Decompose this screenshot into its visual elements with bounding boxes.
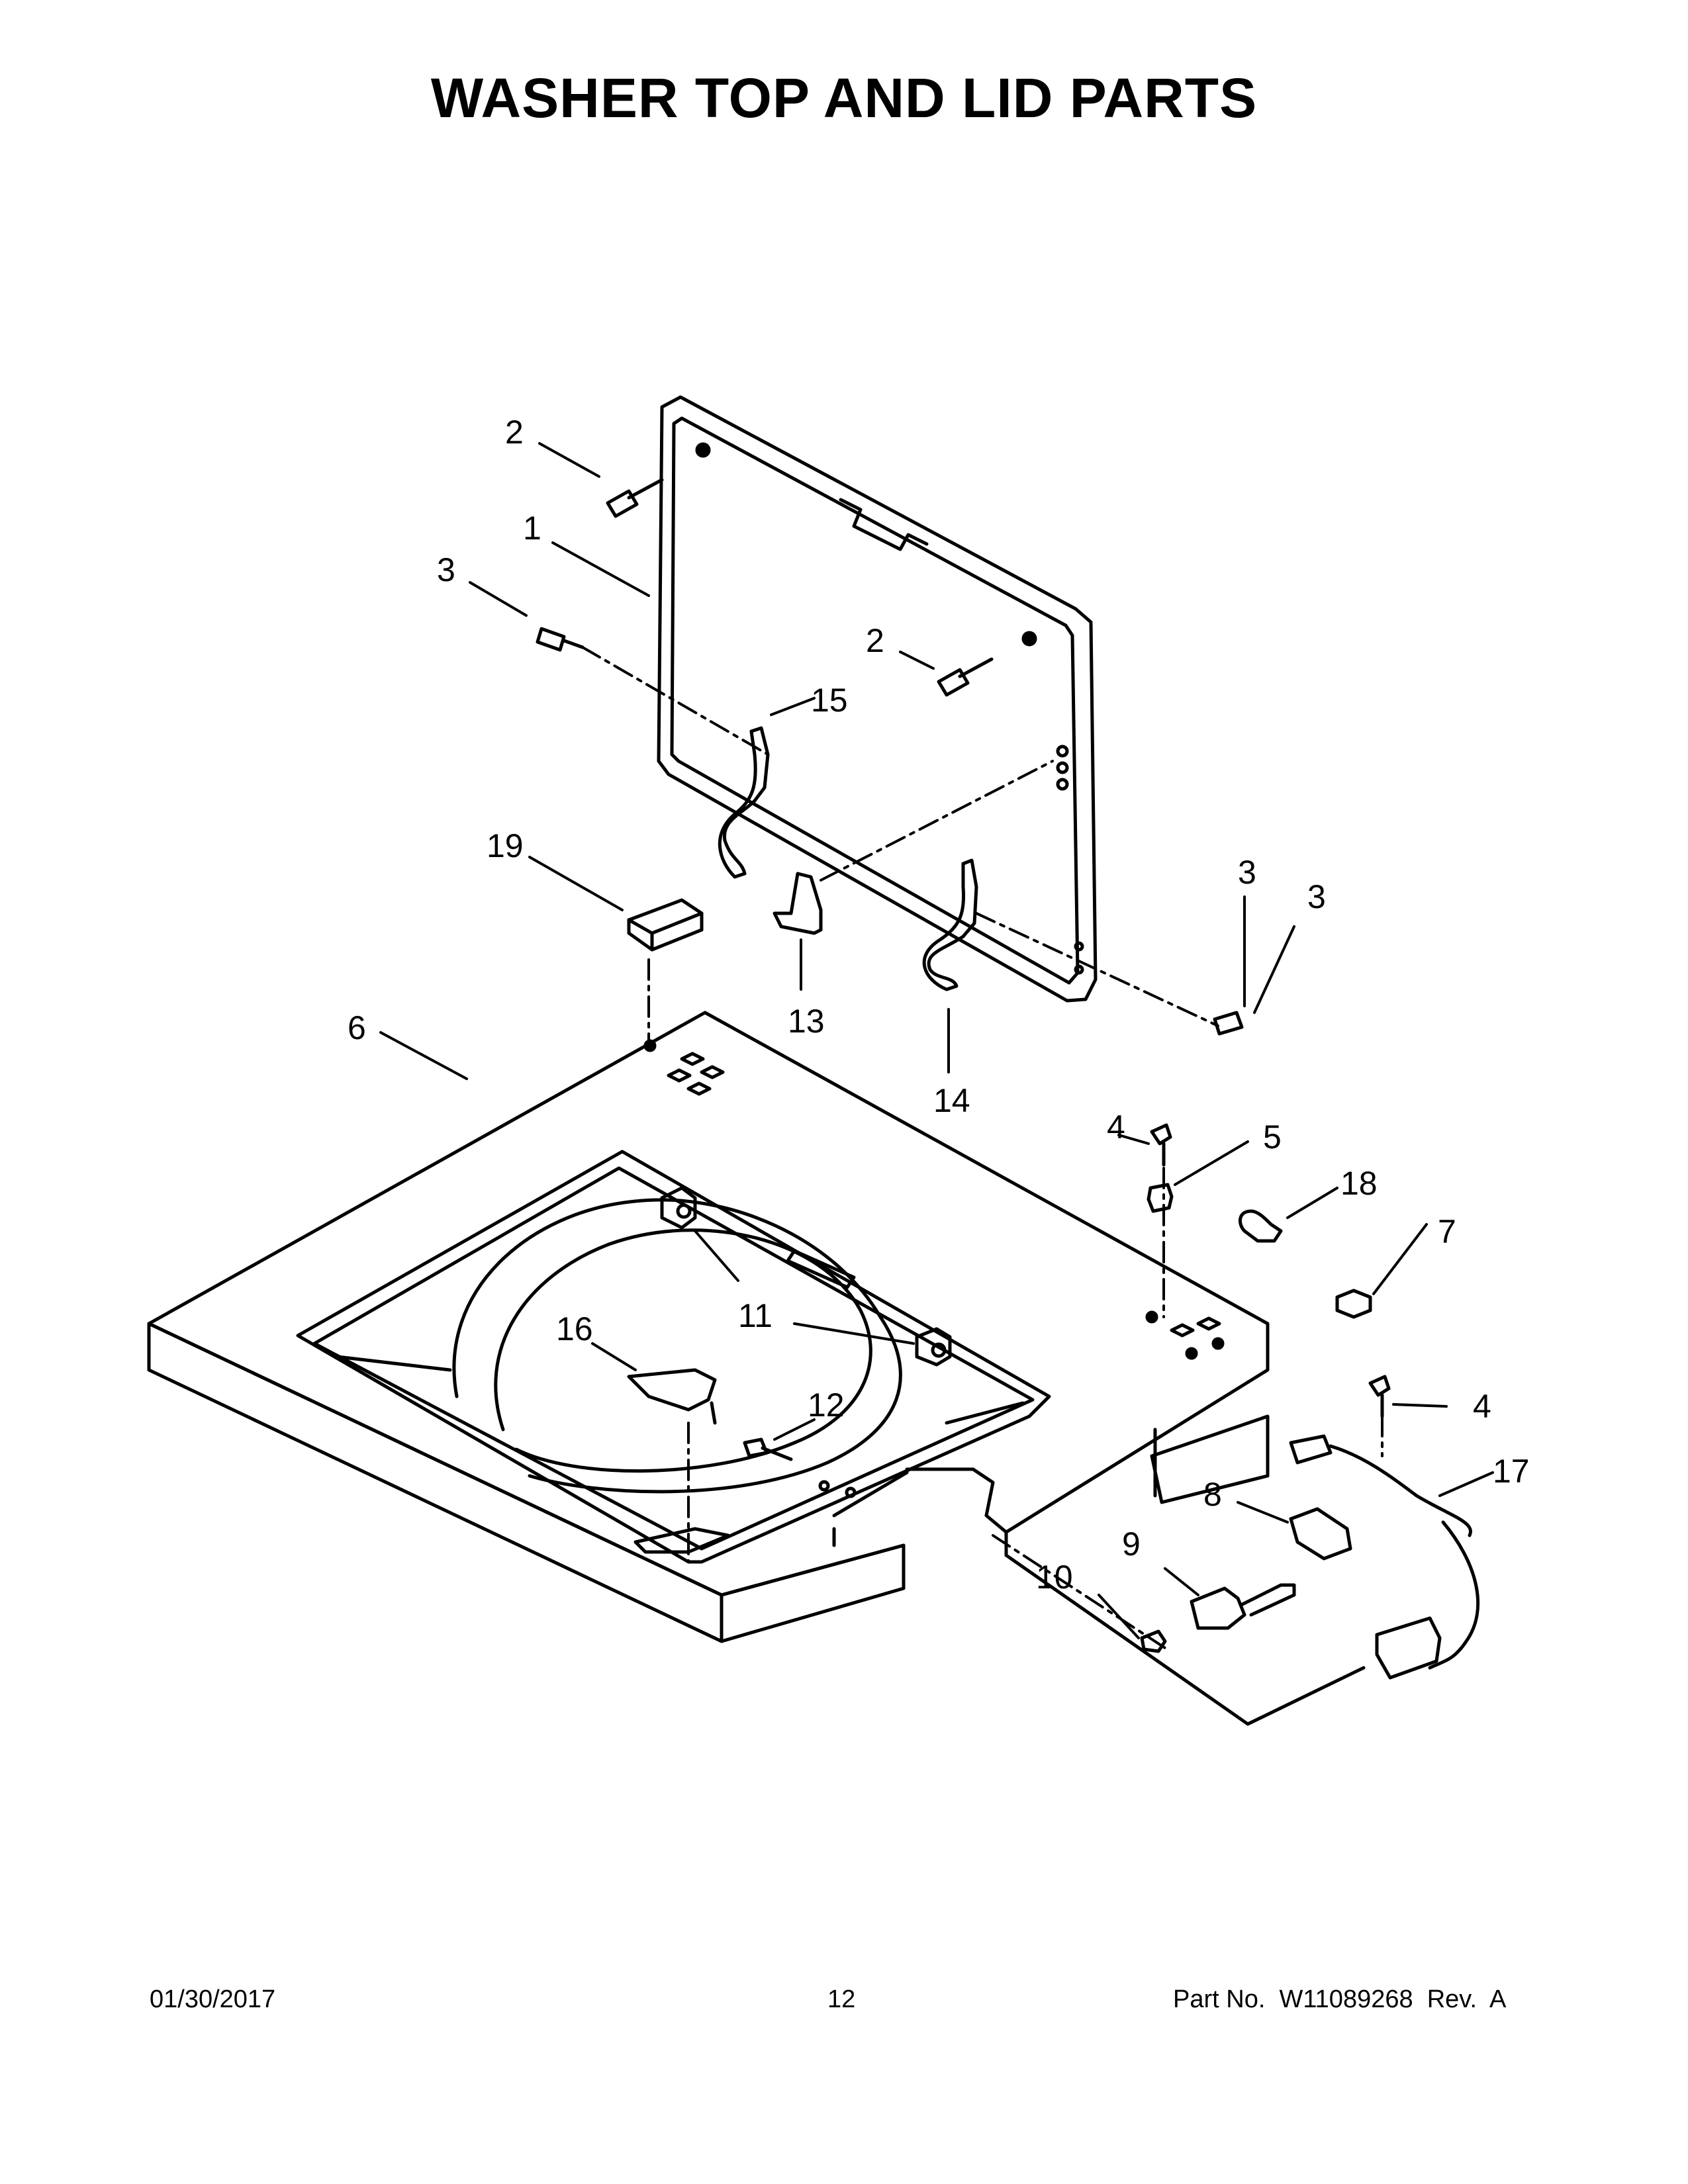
callout-10: 10 bbox=[1036, 1559, 1073, 1596]
callout-12: 12 bbox=[808, 1387, 845, 1424]
callout-16: 16 bbox=[556, 1310, 593, 1347]
callout-4-top: 4 bbox=[1107, 1109, 1125, 1146]
callout-8: 8 bbox=[1203, 1476, 1222, 1513]
screw-4-bottom bbox=[1368, 1375, 1391, 1418]
callout-19: 19 bbox=[487, 827, 524, 864]
callout-2-right: 2 bbox=[866, 622, 884, 659]
callout-3-right-a: 3 bbox=[1238, 854, 1256, 891]
screw-2-right bbox=[937, 657, 994, 697]
hinge-15 bbox=[718, 726, 770, 879]
screw-12 bbox=[743, 1437, 793, 1461]
clip-7 bbox=[1335, 1289, 1372, 1319]
bumper-11-left bbox=[660, 1186, 697, 1230]
callout-7: 7 bbox=[1438, 1213, 1456, 1250]
callout-13: 13 bbox=[788, 1003, 825, 1040]
callout-5: 5 bbox=[1263, 1118, 1282, 1156]
callout-17: 17 bbox=[1493, 1453, 1530, 1490]
screw-4-top bbox=[1150, 1123, 1172, 1167]
washer-top-panel bbox=[147, 1011, 1270, 1643]
screw-3-right bbox=[1213, 1011, 1244, 1036]
lid-frame bbox=[657, 395, 1098, 1003]
callout-11: 11 bbox=[738, 1297, 773, 1334]
footer-page-number: 12 bbox=[827, 1985, 856, 2013]
bracket-8 bbox=[1289, 1507, 1352, 1561]
harness-17 bbox=[1289, 1434, 1480, 1680]
screw-3-left bbox=[536, 627, 585, 652]
bracket-13 bbox=[773, 872, 823, 935]
callout-6: 6 bbox=[348, 1009, 366, 1046]
bumper-11-right bbox=[915, 1327, 952, 1367]
footer-date: 01/30/2017 bbox=[150, 1985, 276, 2013]
page-title: WASHER TOP AND LID PARTS bbox=[430, 67, 1258, 129]
hinge-14 bbox=[922, 858, 978, 991]
callout-14: 14 bbox=[933, 1082, 970, 1119]
hinge-block-19 bbox=[627, 898, 704, 952]
callout-3-right-b: 3 bbox=[1307, 878, 1326, 915]
callout-4-bottom: 4 bbox=[1473, 1388, 1491, 1425]
callout-2-top: 2 bbox=[505, 414, 524, 451]
rear-panel bbox=[1004, 1414, 1366, 1726]
footer-part-number: Part No. W11089268 Rev. A bbox=[1173, 1985, 1507, 2013]
callout-9: 9 bbox=[1122, 1525, 1141, 1563]
callout-15: 15 bbox=[811, 682, 848, 719]
plug-16 bbox=[627, 1368, 717, 1425]
actuator-9 bbox=[1190, 1583, 1296, 1630]
nut-5 bbox=[1147, 1183, 1174, 1213]
screw-2-top bbox=[606, 478, 664, 518]
callout-3-left: 3 bbox=[437, 551, 455, 588]
callout-18: 18 bbox=[1340, 1165, 1378, 1202]
clip-18 bbox=[1238, 1209, 1283, 1243]
callout-1: 1 bbox=[523, 510, 541, 547]
